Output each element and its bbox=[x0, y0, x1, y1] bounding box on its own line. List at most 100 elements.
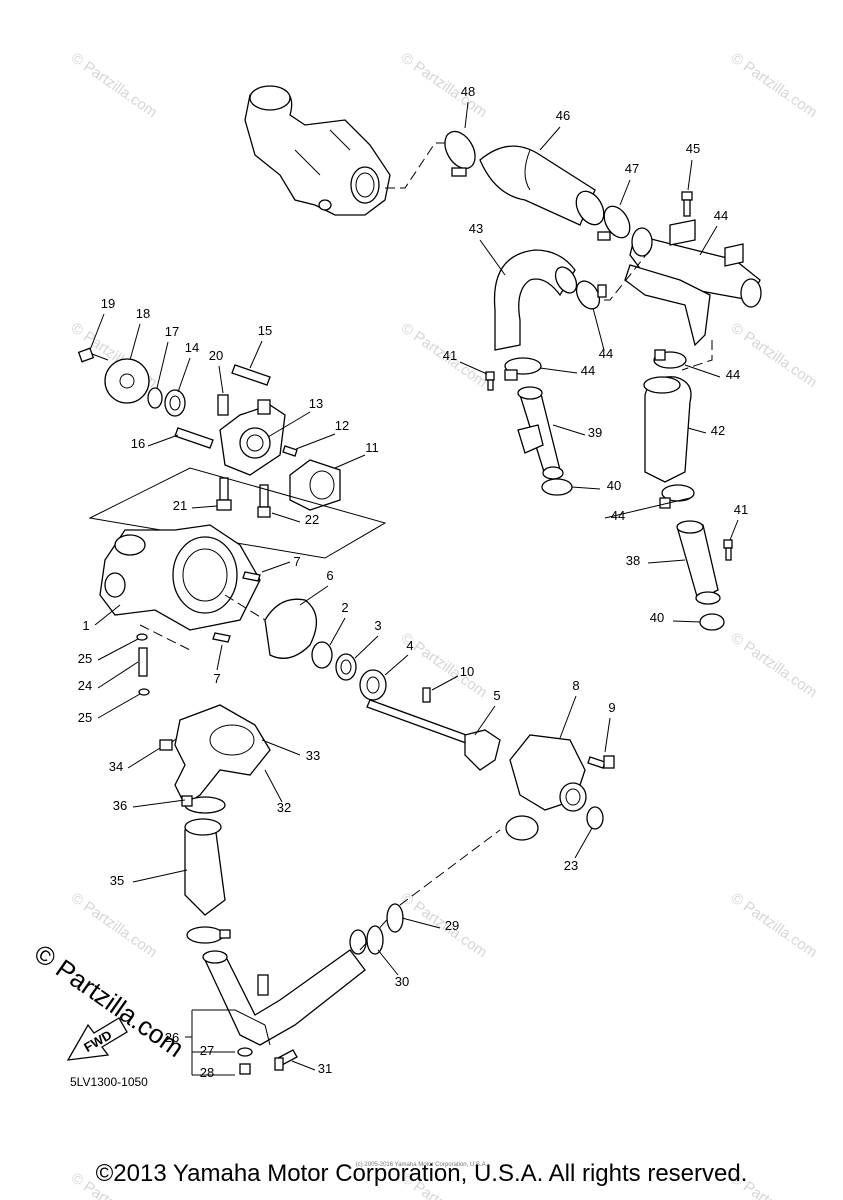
callout-33: 33 bbox=[306, 748, 320, 763]
watermark-tile: © Partzilla.com bbox=[68, 49, 161, 121]
callout-3: 3 bbox=[374, 618, 381, 633]
callout-leader bbox=[132, 799, 186, 808]
callout-leader bbox=[384, 654, 409, 676]
thermostat-housing bbox=[244, 85, 391, 216]
callout-44: 44 bbox=[726, 367, 740, 382]
footer-copyright: ©2013 Yamaha Motor Corporation, U.S.A. A… bbox=[95, 1160, 748, 1187]
callout-4: 4 bbox=[406, 638, 413, 653]
callout-leader bbox=[249, 340, 263, 369]
callout-7: 7 bbox=[213, 671, 220, 686]
callout-19: 19 bbox=[101, 296, 115, 311]
callout-41: 41 bbox=[734, 502, 748, 517]
callout-15: 15 bbox=[258, 323, 272, 338]
callout-13: 13 bbox=[309, 396, 323, 411]
callout-25: 25 bbox=[78, 651, 92, 666]
callout-leader bbox=[571, 486, 601, 490]
callout-21: 21 bbox=[173, 498, 187, 513]
callout-leader bbox=[559, 695, 577, 739]
callout-leader bbox=[97, 661, 139, 689]
callout-26: 26 bbox=[165, 1030, 179, 1045]
callout-leader bbox=[592, 307, 605, 351]
watermark-tile: © Partzilla.com bbox=[728, 49, 821, 121]
callout-44: 44 bbox=[581, 363, 595, 378]
callout-leader bbox=[97, 638, 139, 661]
callout-leader bbox=[687, 159, 693, 191]
callout-40: 40 bbox=[650, 610, 664, 625]
callout-39: 39 bbox=[588, 425, 602, 440]
callout-leader bbox=[479, 239, 506, 276]
callout-6: 6 bbox=[326, 568, 333, 583]
callout-leader bbox=[672, 620, 701, 623]
callout-11: 11 bbox=[365, 440, 379, 455]
callout-22: 22 bbox=[305, 512, 319, 527]
callout-5: 5 bbox=[493, 688, 500, 703]
callout-leader bbox=[191, 505, 218, 509]
callout-leader bbox=[699, 225, 718, 256]
callout-41: 41 bbox=[443, 348, 457, 363]
callout-leader bbox=[216, 644, 223, 671]
callout-leader bbox=[539, 367, 578, 374]
callout-24: 24 bbox=[78, 678, 92, 693]
callout-leader bbox=[329, 617, 346, 646]
callout-leader bbox=[94, 604, 121, 626]
watermark-tile: © Partzilla.com bbox=[398, 49, 491, 121]
callout-31: 31 bbox=[318, 1061, 332, 1076]
callout-leader bbox=[291, 1060, 316, 1071]
callout-36: 36 bbox=[113, 798, 127, 813]
callout-leader bbox=[684, 364, 721, 378]
callout-44: 44 bbox=[599, 346, 613, 361]
callout-47: 47 bbox=[625, 161, 639, 176]
callout-leader bbox=[97, 693, 141, 719]
callout-34: 34 bbox=[109, 759, 123, 774]
callout-leader bbox=[89, 313, 105, 351]
callout-leader bbox=[431, 675, 459, 691]
callout-38: 38 bbox=[626, 553, 640, 568]
callout-leader bbox=[299, 585, 329, 606]
callout-12: 12 bbox=[335, 418, 349, 433]
callout-28: 28 bbox=[200, 1065, 214, 1080]
callout-48: 48 bbox=[461, 84, 475, 99]
callout-23: 23 bbox=[564, 858, 578, 873]
callout-leader bbox=[177, 357, 191, 393]
callout-43: 43 bbox=[469, 221, 483, 236]
callout-leader bbox=[377, 949, 399, 976]
callout-25: 25 bbox=[78, 710, 92, 725]
callout-leader bbox=[687, 427, 707, 434]
callout-leader bbox=[132, 869, 188, 883]
fwd-arrow: FWD bbox=[66, 1017, 128, 1061]
watermark-tile: © Partzilla.com bbox=[728, 319, 821, 391]
callout-9: 9 bbox=[608, 700, 615, 715]
callout-leader bbox=[552, 424, 586, 436]
callout-leader bbox=[295, 433, 336, 450]
callout-leader bbox=[474, 705, 496, 736]
callout-8: 8 bbox=[572, 678, 579, 693]
callout-leader bbox=[261, 739, 301, 756]
callout-44: 44 bbox=[611, 508, 625, 523]
callout-leader bbox=[604, 717, 611, 753]
callout-leader bbox=[401, 917, 441, 929]
callout-leader bbox=[619, 179, 631, 206]
callout-45: 45 bbox=[686, 141, 700, 156]
callout-leader bbox=[267, 411, 311, 438]
callout-leader bbox=[647, 559, 686, 564]
callout-1: 1 bbox=[82, 618, 89, 633]
callout-35: 35 bbox=[110, 873, 124, 888]
callout-leader bbox=[156, 341, 169, 389]
callout-leader bbox=[574, 827, 593, 859]
diagram-code: 5LV1300-1050 bbox=[70, 1075, 148, 1089]
callout-leader bbox=[271, 512, 301, 523]
watermark-tile: © Partzilla.com bbox=[728, 629, 821, 701]
callout-29: 29 bbox=[445, 918, 459, 933]
callout-46: 46 bbox=[556, 108, 570, 123]
callout-10: 10 bbox=[460, 664, 474, 679]
callout-30: 30 bbox=[395, 974, 409, 989]
callout-leader bbox=[539, 126, 561, 151]
callout-leader bbox=[464, 101, 469, 129]
callout-leader bbox=[261, 561, 291, 573]
small-copyright: (c) 2005-2016 Yamaha Motor Corporation, … bbox=[355, 1162, 488, 1168]
callout-2: 2 bbox=[341, 600, 348, 615]
callout-7: 7 bbox=[293, 554, 300, 569]
callout-20: 20 bbox=[209, 348, 223, 363]
callout-leader bbox=[147, 434, 179, 447]
